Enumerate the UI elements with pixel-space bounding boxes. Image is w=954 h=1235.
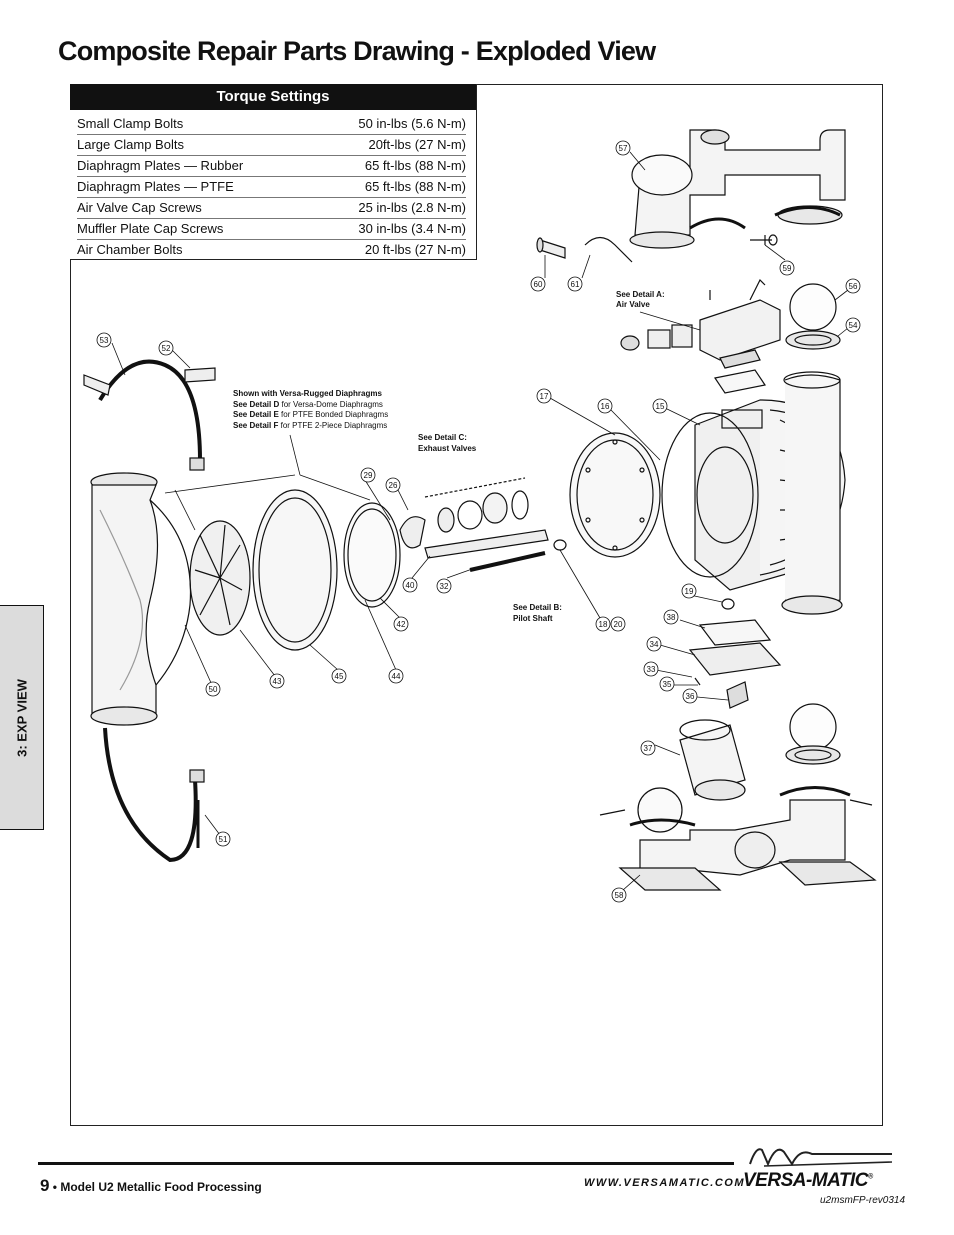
bottom-manifold: [599, 786, 877, 891]
callout-20: 20: [614, 620, 623, 629]
torque-label: Air Valve Cap Screws: [77, 200, 202, 215]
brand-wordmark: VERSA-MATIC®: [743, 1170, 873, 1191]
torque-label: Diaphragm Plates — PTFE: [77, 179, 234, 194]
callout-51: 51: [219, 835, 228, 844]
note-diaphragm-title: Shown with Versa-Rugged Diaphragms: [233, 389, 382, 398]
torque-value: 65 ft-lbs (88 N-m): [364, 158, 466, 173]
table-row: Air Valve Cap Screws 25 in-lbs (2.8 N-m): [77, 198, 466, 219]
callout-26: 26: [389, 481, 398, 490]
note-detail-b-1: See Detail B:: [513, 603, 562, 612]
torque-value: 65 ft-lbs (88 N-m): [364, 179, 466, 194]
callout-19: 19: [685, 587, 694, 596]
torque-label: Diaphragm Plates — Rubber: [77, 158, 244, 173]
callout-44: 44: [392, 672, 401, 681]
callout-60: 60: [534, 280, 543, 289]
table-row: Diaphragm Plates — Rubber 65 ft-lbs (88 N…: [77, 156, 466, 177]
note-detail-f: See Detail F for PTFE 2-Piece Diaphragms: [233, 421, 387, 430]
note-detail-a-1: See Detail A:: [616, 290, 665, 299]
callout-38: 38: [667, 613, 676, 622]
page-title: Composite Repair Parts Drawing - Explode…: [58, 36, 656, 66]
callout-53: 53: [100, 336, 109, 345]
torque-value: 20 ft-lbs (27 N-m): [364, 242, 466, 257]
torque-settings-table: Torque Settings Small Clamp Bolts 50 in-l…: [70, 84, 477, 260]
torque-value: 20ft-lbs (27 N-m): [368, 137, 466, 152]
footer-url-link[interactable]: WWW.VERSAMATIC.COM: [584, 1177, 746, 1189]
revision-code: u2msmFP-rev0314: [820, 1195, 906, 1206]
note-detail-e: See Detail E for PTFE Bonded Diaphragms: [233, 410, 388, 419]
outer-chamber: [90, 472, 192, 726]
callout-54: 54: [849, 321, 858, 330]
page-number: 9: [40, 1176, 50, 1195]
section-tab-label: 3: EXP VIEW: [14, 678, 29, 757]
footer-page-info: 9 • Model U2 Metallic Food Processing: [40, 1176, 262, 1196]
section-tab[interactable]: 3: EXP VIEW: [0, 605, 44, 830]
footer-divider: [38, 1162, 734, 1165]
callout-18: 18: [599, 620, 608, 629]
table-row: Large Clamp Bolts 20ft-lbs (27 N-m): [77, 135, 466, 156]
callout-40: 40: [406, 581, 415, 590]
torque-rows: Small Clamp Bolts 50 in-lbs (5.6 N-m) Lar…: [70, 110, 476, 260]
callout-16: 16: [601, 402, 610, 411]
callout-57: 57: [619, 144, 628, 153]
top-manifold: [629, 129, 846, 249]
versa-matic-logo-mark: [749, 1148, 893, 1167]
footer-model: • Model U2 Metallic Food Processing: [49, 1180, 262, 1194]
callout-52: 52: [162, 344, 171, 353]
callout-50: 50: [209, 685, 218, 694]
callout-42: 42: [397, 620, 406, 629]
table-row: Muffler Plate Cap Screws 30 in-lbs (3.4 N…: [77, 219, 466, 240]
table-row: Small Clamp Bolts 50 in-lbs (5.6 N-m): [77, 114, 466, 135]
callout-37: 37: [644, 744, 653, 753]
note-detail-c-2: Exhaust Valves: [418, 444, 477, 453]
callout-56: 56: [849, 282, 858, 291]
air-valve-assembly: [620, 278, 781, 394]
callout-29: 29: [364, 471, 373, 480]
note-detail-d: See Detail D for Versa-Dome Diaphragms: [233, 400, 383, 409]
callout-59: 59: [783, 264, 792, 273]
table-row: Diaphragm Plates — PTFE 65 ft-lbs (88 N-m…: [77, 177, 466, 198]
note-detail-b-2: Pilot Shaft: [513, 614, 553, 623]
torque-label: Small Clamp Bolts: [77, 116, 184, 131]
callout-36: 36: [686, 692, 695, 701]
note-detail-a-2: Air Valve: [616, 300, 650, 309]
callout-34: 34: [650, 640, 659, 649]
callout-61: 61: [571, 280, 580, 289]
callout-33: 33: [647, 665, 656, 674]
callout-17: 17: [540, 392, 549, 401]
torque-label: Large Clamp Bolts: [77, 137, 184, 152]
callout-15: 15: [656, 402, 665, 411]
torque-label: Muffler Plate Cap Screws: [77, 221, 224, 236]
torque-label: Air Chamber Bolts: [77, 242, 183, 257]
callout-45: 45: [335, 672, 344, 681]
torque-heading: Torque Settings: [70, 84, 476, 110]
callout-43: 43: [273, 677, 282, 686]
note-detail-c-1: See Detail C:: [418, 433, 467, 442]
table-row: Air Chamber Bolts 20 ft-lbs (27 N-m): [77, 240, 466, 260]
callout-35: 35: [663, 680, 672, 689]
torque-value: 50 in-lbs (5.6 N-m): [358, 116, 466, 131]
torque-value: 25 in-lbs (2.8 N-m): [358, 200, 466, 215]
callout-58: 58: [615, 891, 624, 900]
torque-value: 30 in-lbs (3.4 N-m): [358, 221, 466, 236]
callout-32: 32: [440, 582, 449, 591]
